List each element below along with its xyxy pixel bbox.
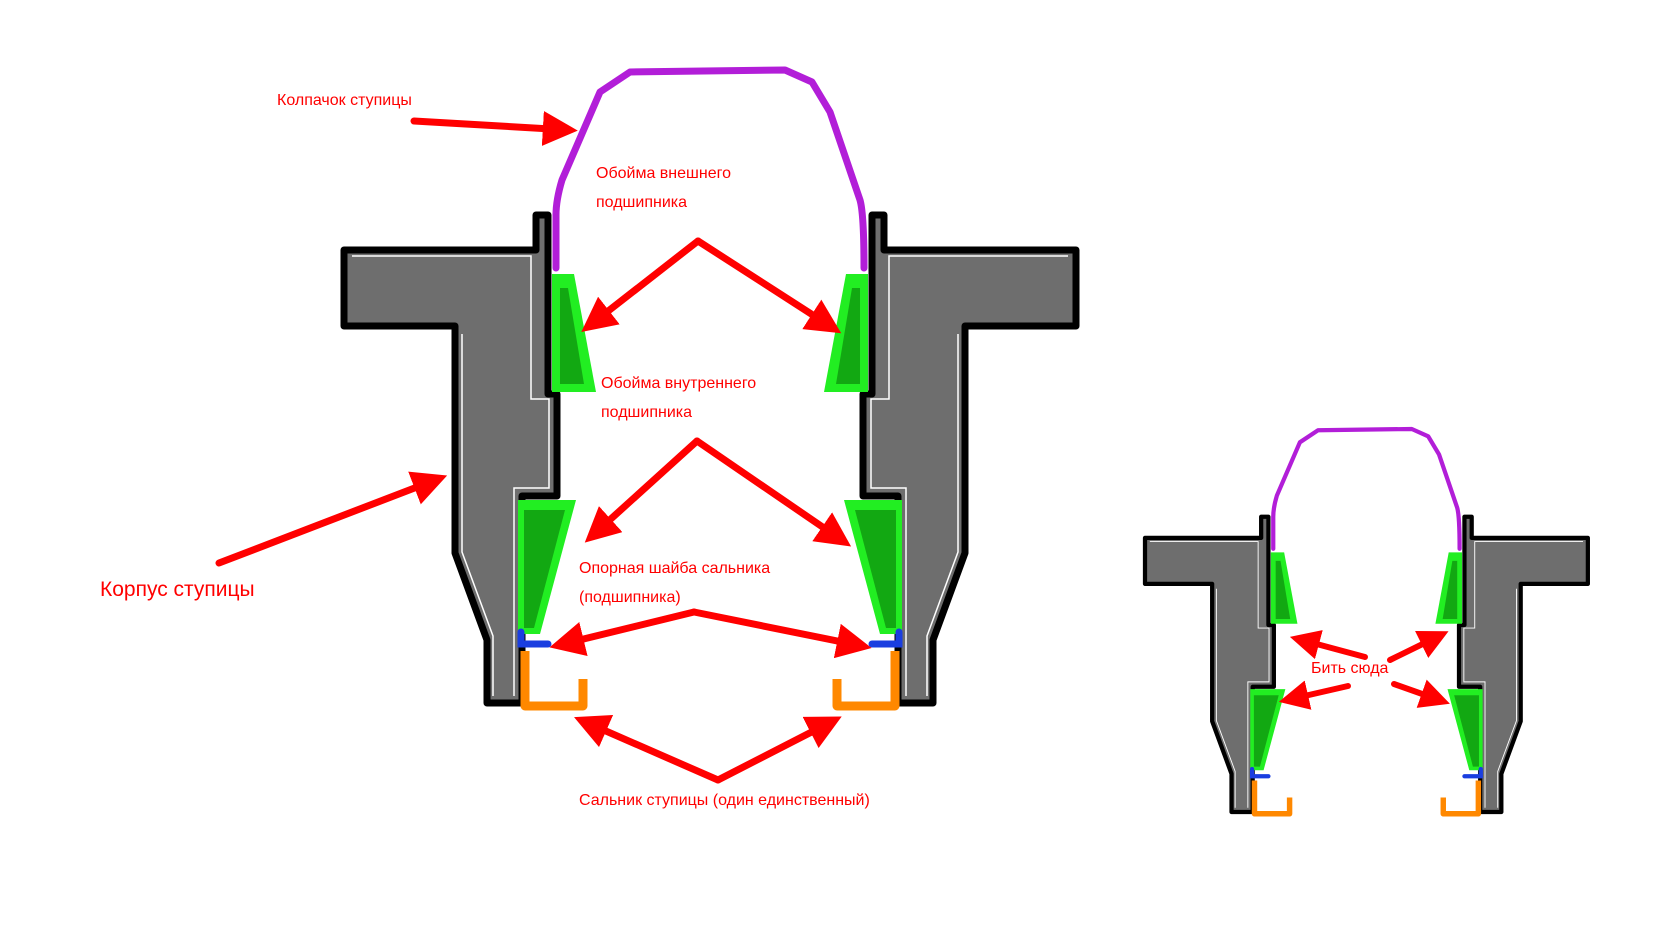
arrow-washer-right xyxy=(690,608,872,659)
label-washer-line2: (подшипника) xyxy=(579,589,681,606)
label-housing: Корпус ступицы xyxy=(100,578,255,601)
label-seal: Сальник ступицы (один единственный) xyxy=(579,792,870,809)
arrow-cap xyxy=(410,111,578,146)
label-inner-race-line2: подшипника xyxy=(601,404,692,421)
arrow-hit-inner-right xyxy=(1391,679,1450,708)
arrow-hit-inner-left xyxy=(1278,680,1351,710)
arrow-inner-race-right xyxy=(693,437,852,547)
arrows-small xyxy=(1278,630,1450,710)
arrows-main xyxy=(215,111,872,784)
arrow-hit-outer-left xyxy=(1289,630,1368,660)
arrow-washer-left xyxy=(549,608,698,657)
label-outer-race-line1: Обойма внешнего xyxy=(596,165,731,182)
hub-small xyxy=(1145,429,1588,814)
label-outer-race-line2: подшипника xyxy=(596,194,687,211)
label-inner-race-line1: Обойма внутреннего xyxy=(601,375,756,392)
arrow-seal-left xyxy=(574,715,722,784)
label-hit-here: Бить сюда xyxy=(1311,660,1389,677)
arrow-housing xyxy=(215,471,448,567)
arrow-outer-race-right xyxy=(694,237,842,334)
arrow-hit-outer-right xyxy=(1387,631,1449,663)
arrow-inner-race-left xyxy=(584,437,701,543)
label-washer-line1: Опорная шайба сальника xyxy=(579,560,770,577)
arrow-outer-race-left xyxy=(581,237,702,333)
label-cap: Колпачок ступицы xyxy=(277,92,412,109)
arrow-seal-right xyxy=(714,716,842,784)
